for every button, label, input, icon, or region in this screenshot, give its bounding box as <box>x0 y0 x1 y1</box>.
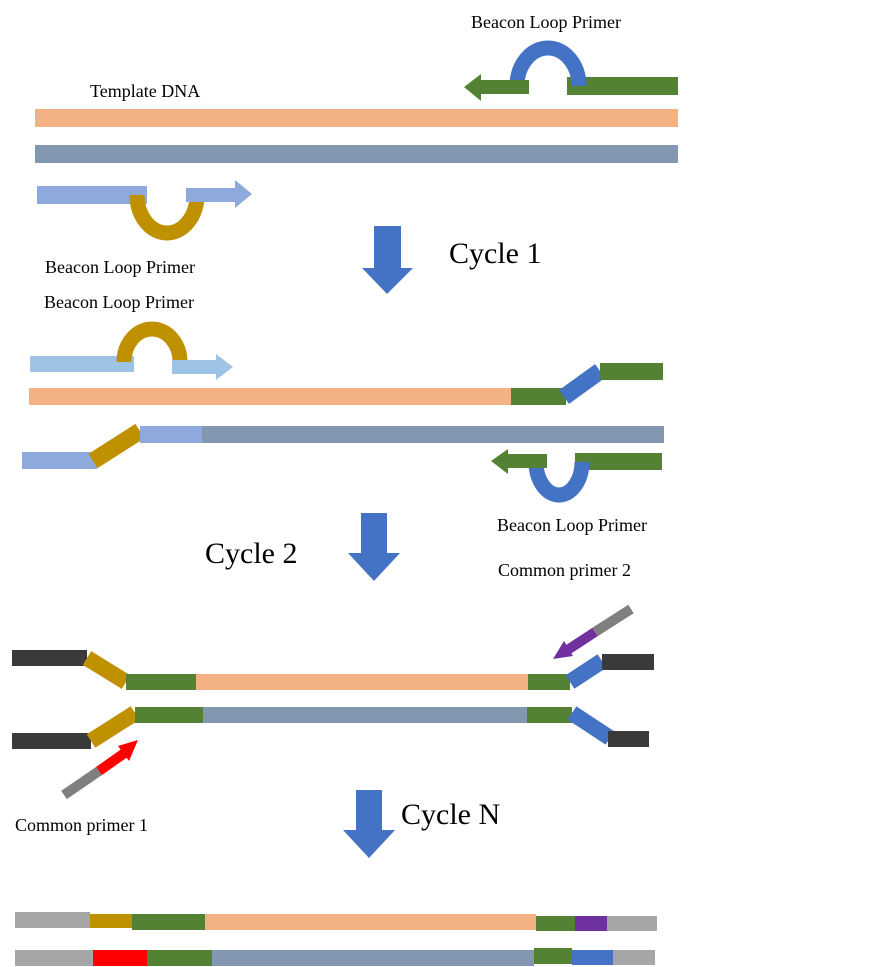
blue-flap-bottom-right <box>567 706 615 745</box>
cycle-2-label: Cycle 2 <box>205 537 297 570</box>
template-strand-bottom-2 <box>202 426 664 443</box>
beacon-loop-gold-2 <box>116 321 188 363</box>
adapter-dark-top-left <box>12 650 87 666</box>
green-top-left <box>126 674 196 690</box>
primer-blue-arrowhead <box>235 180 252 208</box>
beacon-loop-primer-label-2: Beacon Loop Primer <box>45 257 195 277</box>
primer-blue-right <box>186 188 238 202</box>
product-bottom-grey-left <box>15 950 93 966</box>
stage-2: Beacon Loop Primer Beacon Loop Primer <box>22 292 664 535</box>
template-strand-top-2 <box>29 388 511 405</box>
primer-lightblue-left <box>30 356 134 372</box>
green-bottom-left <box>135 707 203 723</box>
common-primer-2-arrowhead <box>553 641 573 659</box>
template-bottom-3 <box>203 707 527 723</box>
template-strand-bottom <box>35 145 678 163</box>
stage-1: Template DNA Beacon Loop Primer Beacon L… <box>35 12 678 277</box>
product-bottom-template <box>212 950 534 966</box>
primer-lightblue-right <box>172 360 218 374</box>
primer-green-tail-2 <box>575 453 662 470</box>
gold-flap-top <box>82 651 131 689</box>
product-top-green-left <box>132 914 205 930</box>
beacon-loop-primer-label-1: Beacon Loop Primer <box>471 12 621 32</box>
green-top-right <box>528 674 570 690</box>
gold-flap-bottom-left <box>86 706 140 748</box>
green-bottom-right <box>527 707 572 723</box>
primer-blue-left <box>37 186 147 204</box>
product-bottom-grey-right <box>613 950 655 965</box>
product-top-grey-right <box>607 916 657 931</box>
gold-flap-bottom <box>88 423 145 469</box>
adapter-dark-top-right <box>602 654 654 670</box>
product-bottom-blue <box>572 950 613 965</box>
beacon-loop-gold <box>129 194 205 241</box>
green-tail-top <box>600 363 663 380</box>
primer-green-tail <box>567 77 678 95</box>
product-top-template <box>205 914 536 930</box>
cycle-1-label: Cycle 1 <box>449 237 541 270</box>
primer-green-arrowhead <box>464 74 481 101</box>
cycle-n-label: Cycle N <box>401 798 500 831</box>
beacon-loop-blue <box>509 40 587 87</box>
blue-flap-top <box>559 364 605 404</box>
stage-4 <box>15 912 657 966</box>
cycle-1-arrow <box>362 226 413 294</box>
common-primer-2-grey <box>592 604 634 637</box>
product-bottom-red <box>93 950 147 966</box>
adapter-dark-bottom-right <box>608 731 649 747</box>
template-dna-label: Template DNA <box>90 81 200 101</box>
primer-green-head-2 <box>505 454 547 468</box>
common-primer-2-purple <box>563 627 598 656</box>
product-top-purple <box>575 916 607 931</box>
product-bottom-green-left <box>147 950 212 966</box>
template-top-3 <box>196 674 528 690</box>
common-primer-1-grey <box>61 766 102 800</box>
adapter-dark-bottom-left <box>12 733 91 749</box>
green-segment-top <box>511 388 566 405</box>
product-bottom-green-right <box>534 948 572 964</box>
lightblue-tail-bottom <box>22 452 97 469</box>
beacon-loop-primer-label-4: Beacon Loop Primer <box>497 515 647 535</box>
cycle-2-arrow <box>348 513 400 581</box>
template-strand-top <box>35 109 678 127</box>
cycle-n-arrow <box>343 790 395 858</box>
blue-flap-top-right <box>565 654 607 689</box>
product-top-grey-left <box>15 912 90 928</box>
beacon-loop-primer-label-3: Beacon Loop Primer <box>44 292 194 312</box>
primer-lightblue-arrowhead <box>216 354 233 380</box>
common-primer-1-arrowhead <box>118 740 138 761</box>
product-top-green-right <box>536 916 576 931</box>
lightblue-segment-bottom <box>140 426 202 443</box>
stage-3: Common primer 2 Common primer 1 <box>12 560 654 835</box>
common-primer-2-label: Common primer 2 <box>498 560 631 580</box>
primer-green-head <box>478 80 529 94</box>
common-primer-1-red <box>96 747 129 776</box>
common-primer-1-label: Common primer 1 <box>15 815 148 835</box>
beacon-loop-blue-2 <box>528 461 590 503</box>
primer-green-arrowhead-2 <box>491 449 508 474</box>
product-top-gold <box>90 914 138 928</box>
